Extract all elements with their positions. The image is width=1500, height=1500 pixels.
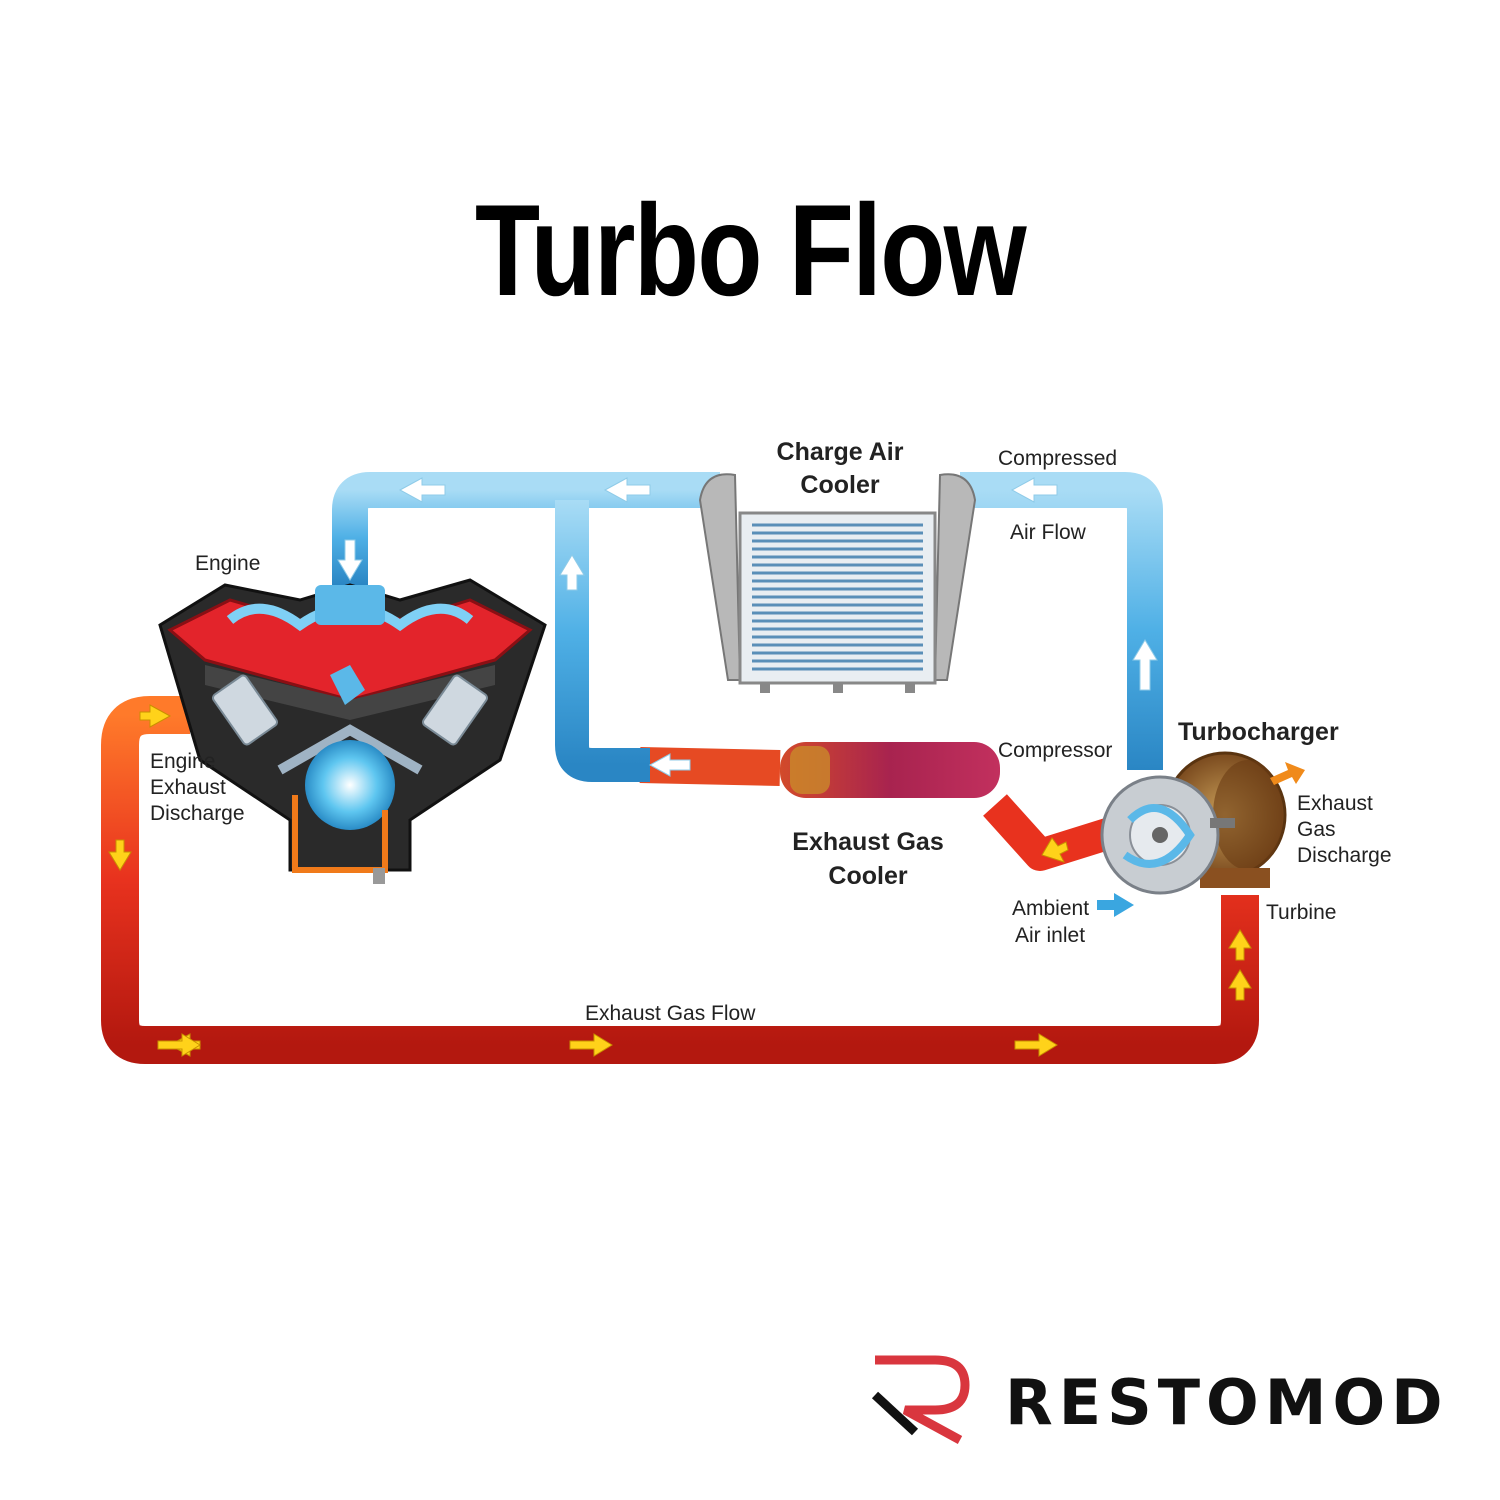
- crankshaft-icon: [305, 740, 395, 830]
- label-air-flow: Air Flow: [1010, 521, 1087, 544]
- brand-name: RESTOMOD: [1005, 1366, 1449, 1439]
- label-charge-air-cooler-1: Charge Air: [777, 438, 904, 466]
- label-charge-air-cooler-2: Cooler: [800, 471, 879, 499]
- charge-air-cooler: [698, 473, 977, 693]
- engine-block: [158, 578, 547, 884]
- label-ambient-2: Air inlet: [1015, 924, 1085, 947]
- exhaust-flow-arrows: [108, 704, 1252, 1057]
- air-flow-arrows: [337, 477, 1158, 777]
- turbocharger: [1097, 751, 1305, 917]
- restomod-logo-icon: [871, 1355, 970, 1444]
- label-exhaust-gas-cooler-1: Exhaust Gas: [792, 828, 943, 856]
- label-exhaust-gas-discharge-1: Exhaust: [1297, 792, 1373, 815]
- label-exhaust-gas-flow: Exhaust Gas Flow: [585, 1002, 756, 1025]
- label-ambient-1: Ambient: [1012, 897, 1089, 920]
- page-title: Turbo Flow: [474, 177, 1027, 323]
- label-turbocharger: Turbocharger: [1178, 718, 1339, 746]
- label-engine-exhaust-3: Discharge: [150, 802, 245, 825]
- label-exhaust-gas-cooler-2: Cooler: [828, 862, 907, 890]
- label-engine-exhaust-1: Engine: [150, 750, 215, 773]
- label-compressor: Compressor: [998, 739, 1112, 762]
- label-exhaust-gas-discharge-2: Gas: [1297, 818, 1336, 841]
- exhaust-gas-cooler-body: [780, 742, 1000, 798]
- label-engine-exhaust-2: Exhaust: [150, 776, 226, 799]
- charge-air-loop: [332, 472, 1163, 782]
- label-engine: Engine: [195, 552, 260, 575]
- label-turbine: Turbine: [1266, 901, 1336, 924]
- label-exhaust-gas-discharge-3: Discharge: [1297, 844, 1392, 867]
- label-compressed: Compressed: [998, 447, 1117, 470]
